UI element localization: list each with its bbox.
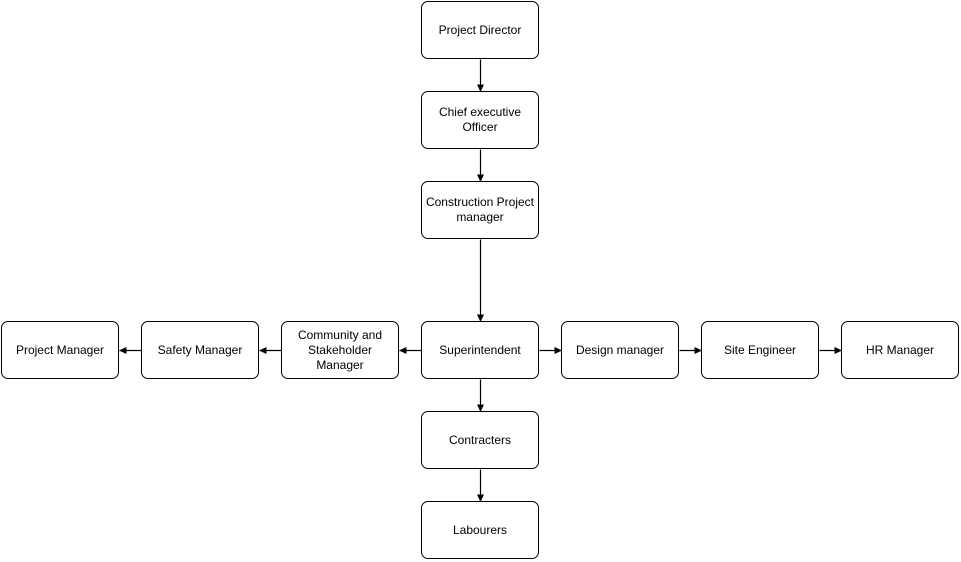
node-project-director: Project Director xyxy=(421,1,539,59)
node-ceo: Chief executive Officer xyxy=(421,91,539,149)
node-label: Design manager xyxy=(575,342,665,357)
node-label: Labourers xyxy=(452,522,508,537)
node-project-manager: Project Manager xyxy=(1,321,119,379)
node-label: Project Director xyxy=(438,22,522,37)
node-label: Construction Project manager xyxy=(425,195,535,224)
node-label: HR Manager xyxy=(865,342,935,357)
node-safety-manager: Safety Manager xyxy=(141,321,259,379)
node-label: Project Manager xyxy=(15,342,105,357)
node-labourers: Labourers xyxy=(421,501,539,559)
node-hr-manager: HR Manager xyxy=(841,321,959,379)
node-label: Community and Stakeholder Manager xyxy=(297,327,383,372)
node-community-stakeholder-manager: Community and Stakeholder Manager xyxy=(281,321,399,379)
node-label: Site Engineer xyxy=(723,342,797,357)
node-label: Contracters xyxy=(448,432,512,447)
node-site-engineer: Site Engineer xyxy=(701,321,819,379)
node-label: Safety Manager xyxy=(157,342,243,357)
node-contracters: Contracters xyxy=(421,411,539,469)
node-superintendent: Superintendent xyxy=(421,321,539,379)
node-label: Superintendent xyxy=(439,342,521,357)
node-construction-pm: Construction Project manager xyxy=(421,181,539,239)
node-label: Chief executive Officer xyxy=(438,105,522,134)
node-design-manager: Design manager xyxy=(561,321,679,379)
